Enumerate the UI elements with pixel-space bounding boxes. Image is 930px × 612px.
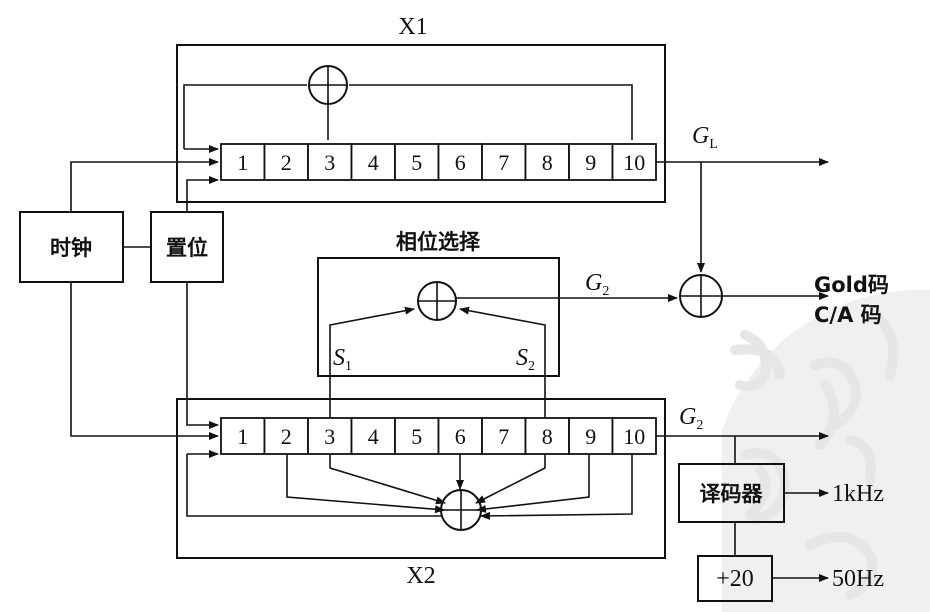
x1-cell-label: 8 — [542, 150, 553, 175]
x2-cell-label: 3 — [324, 424, 335, 449]
x2-cell-2 — [263, 417, 309, 455]
x2-cell-label: 2 — [281, 424, 292, 449]
x1-cell-7 — [481, 143, 527, 181]
x2-cell-8 — [524, 417, 570, 455]
x1-cell-label: 7 — [498, 150, 509, 175]
x1-cell-6 — [437, 143, 483, 181]
x1-cell-4 — [350, 143, 396, 181]
clock-label: 时钟 — [50, 236, 92, 260]
s2-label: S2 — [516, 345, 535, 374]
x2-cell-1 — [220, 417, 266, 455]
x2-cell-9 — [568, 417, 614, 455]
gl-label: GL — [692, 123, 718, 152]
x1-register-frame — [176, 44, 666, 203]
g2-top-label: G2 — [585, 270, 609, 299]
s1-tap-line — [329, 306, 415, 418]
x2-feedback-path — [186, 450, 633, 531]
x2-label: X2 — [406, 563, 435, 589]
x1-cell-label: 9 — [585, 150, 596, 175]
decoder-label: 译码器 — [700, 482, 764, 506]
divide-by-20-label: +20 — [716, 566, 754, 592]
reset-to-x1-line — [186, 176, 219, 212]
x1-cell-label: 10 — [623, 150, 645, 175]
khz-label: 1kHz — [832, 481, 884, 507]
x1-cell-10 — [611, 143, 657, 181]
x2-cell-label: 7 — [498, 424, 509, 449]
x1-label: X1 — [398, 14, 427, 40]
x2-cell-label: 8 — [542, 424, 553, 449]
g2-bottom-label: G2 — [679, 404, 703, 433]
x2-cell-5 — [394, 417, 440, 455]
x2-cell-label: 4 — [368, 424, 379, 449]
gold-code-label: Gold码 — [814, 273, 889, 297]
x2-cell-label: 5 — [411, 424, 422, 449]
x1-shift-register: 1 2 3 4 5 6 7 8 9 10 — [220, 143, 657, 181]
x2-cell-label: 10 — [623, 424, 645, 449]
s1-label: S1 — [333, 345, 352, 374]
x2-shift-register: 1 2 3 4 5 6 7 8 9 10 — [220, 417, 657, 455]
x2-cell-7 — [481, 417, 527, 455]
x1-cell-label: 2 — [281, 150, 292, 175]
clock-to-x1-line — [70, 158, 219, 212]
x2-cell-label: 6 — [455, 424, 466, 449]
reset-to-x2-line — [186, 282, 219, 429]
x1-cell-label: 4 — [368, 150, 379, 175]
ca-code-label: C/A 码 — [814, 303, 882, 327]
hz50-label: 50Hz — [832, 566, 884, 592]
phase-select-box — [317, 257, 560, 377]
x1-cell-label: 5 — [411, 150, 422, 175]
watermark-seal — [722, 289, 930, 612]
x1-cell-label: 1 — [237, 150, 248, 175]
x2-register-frame — [176, 398, 666, 559]
x1-cell-5 — [394, 143, 440, 181]
phase-select-title: 相位选择 — [396, 230, 481, 254]
x1-cell-3 — [307, 143, 353, 181]
x1-cell-label: 3 — [324, 150, 335, 175]
x1-feedback-path — [183, 65, 633, 153]
s2-tap-line — [459, 306, 546, 418]
clock-to-x2-line — [70, 282, 219, 440]
x2-cell-label: 1 — [237, 424, 248, 449]
x2-cell-label: 9 — [585, 424, 596, 449]
x1-cell-1 — [220, 143, 266, 181]
reset-label: 置位 — [166, 236, 208, 260]
x1-cell-label: 6 — [455, 150, 466, 175]
x1-cell-8 — [524, 143, 570, 181]
